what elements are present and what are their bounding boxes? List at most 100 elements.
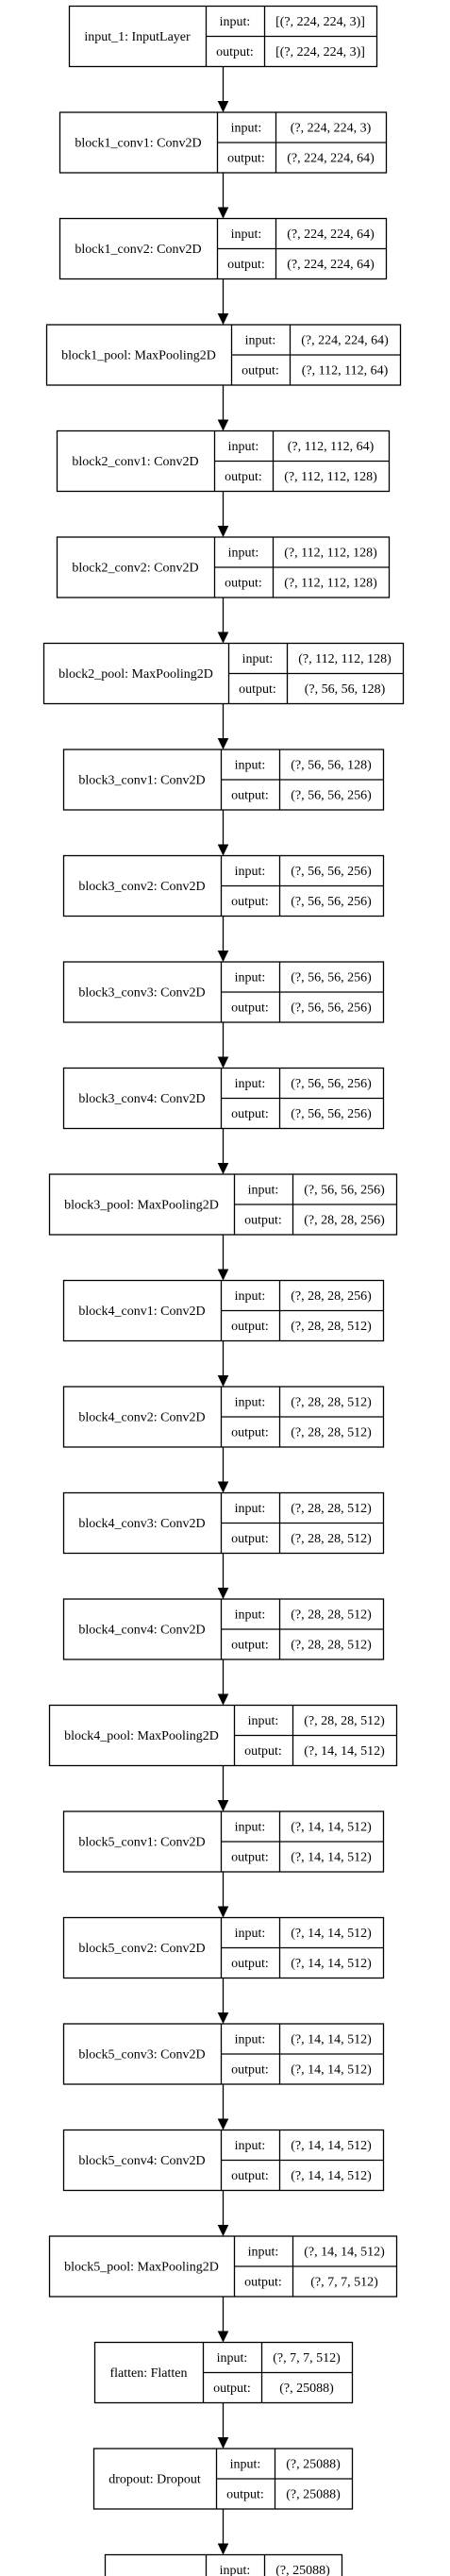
output-shape-value: (?, 28, 28, 512) <box>291 1532 372 1546</box>
layer-name: input_1: InputLayer <box>84 30 191 44</box>
output-port-label: output: <box>231 1957 269 1971</box>
output-shape-value: (?, 25088) <box>279 2382 334 2396</box>
arrowhead-icon <box>217 2437 229 2450</box>
output-port-label: output: <box>244 1744 282 1759</box>
edge-arrow <box>217 2297 229 2343</box>
arrowhead-icon <box>217 1056 229 1069</box>
output-port-label: output: <box>231 1426 269 1440</box>
output-port-label: output: <box>231 789 269 803</box>
edge-arrow <box>217 173 229 219</box>
output-shape-value: (?, 14, 14, 512) <box>291 2169 372 2183</box>
output-shape-value: (?, 56, 56, 256) <box>291 1002 372 1016</box>
edge-arrow <box>217 1766 229 1812</box>
edge-arrow <box>217 1872 229 1918</box>
output-port-label: output: <box>239 682 276 697</box>
edge-arrow <box>217 2191 229 2237</box>
edge-arrow <box>217 2509 229 2555</box>
edge-arrow <box>217 1022 229 1069</box>
layer-name: block4_conv1: Conv2D <box>78 1305 205 1319</box>
arrowhead-icon <box>217 631 229 644</box>
layer-name: block5_conv1: Conv2D <box>78 1836 205 1850</box>
output-port-label: output: <box>231 2063 269 2078</box>
output-shape-value: (?, 56, 56, 256) <box>291 895 372 909</box>
input-shape-value: (?, 14, 14, 512) <box>291 1927 372 1941</box>
input-port-label: input: <box>248 1714 279 1728</box>
arrowhead-icon <box>217 419 229 431</box>
arrowhead-icon <box>217 101 229 113</box>
arrowhead-icon <box>217 844 229 856</box>
arrowhead-icon <box>217 2543 229 2555</box>
input-shape-value: (?, 14, 14, 512) <box>304 2246 385 2260</box>
edge-arrow <box>217 1659 229 1706</box>
arrowhead-icon <box>217 1163 229 1175</box>
edge-arrow <box>217 2403 229 2450</box>
layer-node: block1_pool: MaxPooling2Dinput:output:(?… <box>45 324 402 386</box>
arrowhead-icon <box>217 1588 229 1600</box>
arrowhead-icon <box>217 951 229 963</box>
input-port-label: input: <box>235 1821 266 1835</box>
output-shape-value: (?, 7, 7, 512) <box>310 2276 378 2290</box>
edge-arrow <box>217 1129 229 1175</box>
output-shape-value: (?, 28, 28, 512) <box>291 1426 372 1440</box>
output-shape-value: (?, 14, 14, 512) <box>304 1744 385 1759</box>
edge-arrow <box>217 67 229 113</box>
input-port-label: input: <box>235 1289 266 1304</box>
input-shape-value: (?, 112, 112, 128) <box>284 547 377 561</box>
input-port-label: input: <box>235 971 266 985</box>
layer-name: block3_conv1: Conv2D <box>78 774 205 788</box>
input-shape-value: (?, 14, 14, 512) <box>291 2139 372 2153</box>
input-shape-value: (?, 56, 56, 256) <box>291 865 372 879</box>
input-shape-value: (?, 14, 14, 512) <box>291 2033 372 2047</box>
edge-arrow <box>217 1978 229 2025</box>
edge-arrow <box>217 810 229 856</box>
input-port-label: input: <box>235 865 266 879</box>
input-shape-value: (?, 25088) <box>286 2458 341 2472</box>
output-port-label: output: <box>225 577 262 591</box>
edge-arrow <box>217 385 229 431</box>
layer-name: block3_conv4: Conv2D <box>78 1092 205 1106</box>
output-port-label: output: <box>225 470 262 484</box>
output-shape-value: (?, 56, 56, 128) <box>305 682 386 697</box>
input-port-label: input: <box>231 122 262 136</box>
input-port-label: input: <box>248 1184 279 1198</box>
output-port-label: output: <box>227 258 265 272</box>
arrowhead-icon <box>217 1481 229 1493</box>
input-port-label: input: <box>235 1077 266 1091</box>
layer-name: block1_conv1: Conv2D <box>75 137 201 151</box>
output-shape-value: (?, 28, 28, 512) <box>291 1639 372 1653</box>
layer-name: block5_pool: MaxPooling2D <box>64 2261 219 2275</box>
input-shape-value: (?, 56, 56, 128) <box>291 759 372 773</box>
arrowhead-icon <box>217 1800 229 1812</box>
input-port-label: input: <box>235 759 266 773</box>
layer-name: block4_conv4: Conv2D <box>78 1624 205 1638</box>
edge-arrow <box>217 279 229 326</box>
edge-arrow <box>217 2084 229 2130</box>
arrowhead-icon <box>217 2225 229 2237</box>
layer-node: dense: Denseinput:output:(?, 25088)(?, 2… <box>104 2553 343 2576</box>
layer-name: flatten: Flatten <box>109 2366 187 2381</box>
output-port-label: output: <box>244 1214 282 1228</box>
edge-arrow <box>217 704 229 750</box>
output-port-label: output: <box>231 1532 269 1546</box>
output-port-label: output: <box>226 2488 264 2502</box>
output-port-label: output: <box>231 1851 269 1865</box>
edge-arrow <box>217 1447 229 1493</box>
arrowhead-icon <box>217 313 229 326</box>
output-port-label: output: <box>213 2382 251 2396</box>
input-shape-value: (?, 56, 56, 256) <box>304 1184 385 1198</box>
layer-name: block4_conv3: Conv2D <box>78 1517 205 1531</box>
layer-name: block1_conv2: Conv2D <box>75 243 201 257</box>
output-port-label: output: <box>242 364 279 379</box>
layer-name: block1_pool: MaxPooling2D <box>61 349 216 363</box>
input-port-label: input: <box>235 1502 266 1516</box>
arrowhead-icon <box>217 207 229 219</box>
output-shape-value: (?, 112, 112, 128) <box>284 577 377 591</box>
input-port-label: input: <box>235 1608 266 1623</box>
